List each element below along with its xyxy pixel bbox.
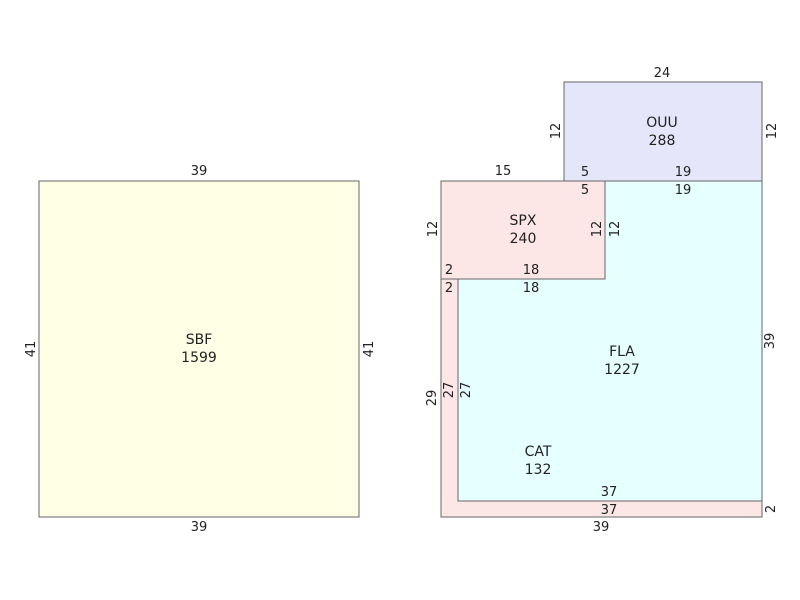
fla-value: 1227 bbox=[604, 362, 640, 378]
fla-name: FLA bbox=[609, 344, 635, 360]
sbf-top-dim: 39 bbox=[191, 164, 208, 179]
ouu-value: 288 bbox=[649, 133, 676, 149]
ouu-left-dim: 12 bbox=[549, 123, 564, 140]
spx-bottom-dim-b: 18 bbox=[523, 263, 540, 278]
cat-name: CAT bbox=[525, 444, 552, 460]
ouu-bottom-dim-b: 19 bbox=[675, 165, 692, 180]
cat-bottom-dim: 39 bbox=[593, 520, 610, 535]
spx-area bbox=[440, 180, 606, 280]
ouu-area bbox=[563, 81, 763, 182]
sbf-right-dim: 41 bbox=[362, 341, 377, 358]
sbf-value: 1599 bbox=[181, 350, 217, 366]
ouu-name: OUU bbox=[646, 115, 678, 131]
fla-bottom-dim: 37 bbox=[601, 485, 618, 500]
cat-inner-left-dim: 27 bbox=[442, 382, 457, 399]
sbf-area bbox=[38, 180, 360, 518]
cat-right-dim: 2 bbox=[764, 505, 779, 513]
sbf-left-dim: 41 bbox=[24, 341, 39, 358]
cat-value: 132 bbox=[525, 462, 552, 478]
spx-value: 240 bbox=[510, 231, 537, 247]
sbf-name: SBF bbox=[186, 332, 213, 348]
spx-right-dim: 12 bbox=[590, 221, 605, 238]
fla-top-dim-a: 5 bbox=[581, 183, 589, 198]
fla-under-spx-dim-b: 18 bbox=[523, 281, 540, 296]
spx-left-dim: 12 bbox=[426, 221, 441, 238]
cat-inner-bottom-dim: 37 bbox=[601, 503, 618, 518]
spx-name: SPX bbox=[510, 213, 537, 229]
ouu-bottom-dim-a: 5 bbox=[581, 165, 589, 180]
spx-bottom-dim-a: 2 bbox=[445, 263, 453, 278]
fla-upper-left-dim: 12 bbox=[608, 221, 623, 238]
fla-right-dim: 39 bbox=[763, 333, 778, 350]
ouu-top-dim: 24 bbox=[654, 66, 671, 81]
fla-top-dim-b: 19 bbox=[675, 183, 692, 198]
fla-under-spx-dim-a: 2 bbox=[445, 281, 453, 296]
cat-left-dim: 29 bbox=[425, 390, 440, 407]
ouu-right-dim: 12 bbox=[765, 123, 780, 140]
spx-top-dim: 15 bbox=[495, 164, 512, 179]
sbf-bottom-dim: 39 bbox=[191, 520, 208, 535]
fla-left-dim: 27 bbox=[459, 382, 474, 399]
